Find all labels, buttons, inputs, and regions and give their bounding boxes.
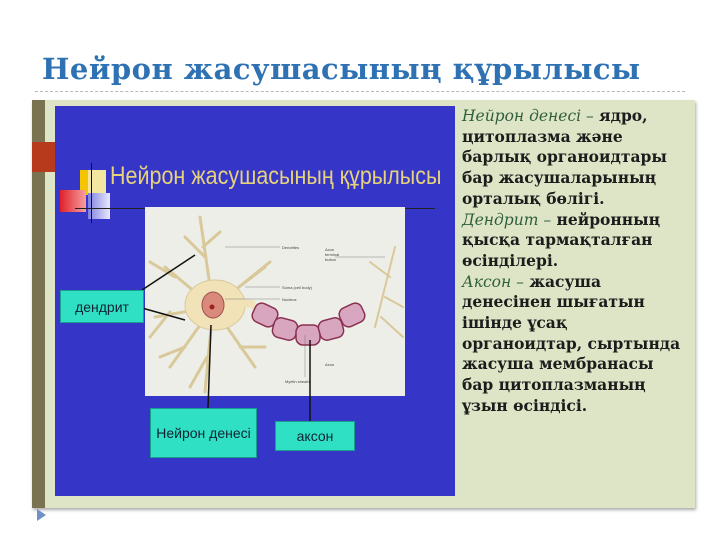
term-axon: Аксон –	[462, 272, 524, 291]
term-dendrite: Дендрит –	[462, 210, 552, 229]
diagram-label-nucleus: Nucleus	[282, 297, 297, 302]
diagram-label-dendrites: Dendrites	[282, 245, 300, 250]
inner-title: Нейрон жасушасының құрылысы	[110, 162, 442, 190]
term-neuron-body: Нейрон денесі –	[462, 107, 594, 125]
label-axon: аксон	[275, 421, 355, 451]
definition-axon: жасуша денесінен шығатын ішінде ұсақ орг…	[462, 271, 681, 415]
definition-neuron-body: ядро, цитоплазма және барлық органоидтар…	[462, 106, 667, 208]
bullet-triangle-icon	[37, 509, 46, 521]
diagram-label-axon: Axon	[325, 362, 335, 367]
decor-bar	[32, 100, 45, 508]
diagram-label-axon-terminal: Axon terminal button	[325, 247, 340, 262]
title-divider	[35, 91, 685, 92]
decor-square-blue	[88, 193, 110, 219]
neuron-illustration	[148, 215, 404, 394]
description-text: Нейрон денесі – ядро, цитоплазма және ба…	[462, 106, 690, 417]
decor-square-red	[60, 190, 86, 212]
decor-red-block	[32, 142, 56, 172]
definition-dendrite: нейронның қысқа тармақталған өсінділері.	[462, 209, 661, 270]
diagram-label-myelin: Myelin sheath	[285, 379, 310, 384]
label-neuron-body: Нейрон денесі	[150, 408, 257, 458]
slide-title: Нейрон жасушасының құрылысы	[42, 52, 641, 86]
neuron-diagram: Dendrites Axon terminal button Soma (cel…	[145, 207, 405, 396]
decor-line	[91, 163, 92, 223]
diagram-label-soma: Soma (cell body)	[282, 285, 313, 290]
label-dendrite: дендрит	[60, 290, 144, 323]
